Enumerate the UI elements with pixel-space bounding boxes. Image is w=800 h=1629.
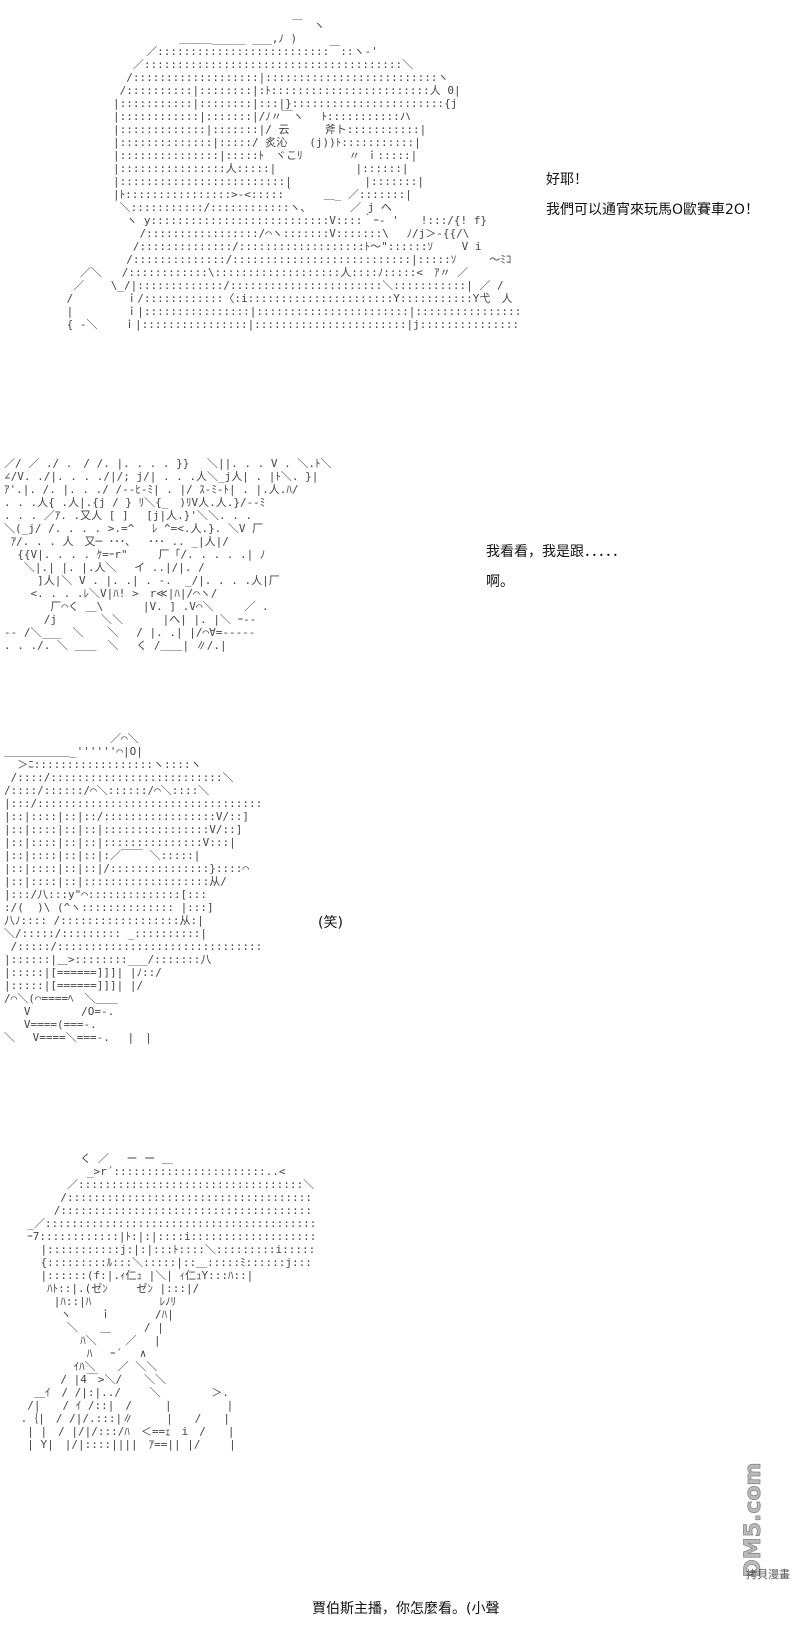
ascii-art-character-3: ／⌒＼ ＿＿＿＿＿＿_''''''⌒|O| ＞ﾆ::::::::::::::::… [4, 732, 264, 1044]
dialogue-line: (笑) [318, 915, 343, 931]
dialogue-panel-4: 賈伯斯主播，你怎麼看。(小聲 [312, 1599, 499, 1629]
panel-2: ／/ ／ ./ . / /. |. . . . }} ＼||. . . V . … [0, 440, 800, 695]
dialogue-line: 啊。 [486, 574, 514, 590]
dialogue-panel-3: (笑) [318, 913, 343, 943]
panel-3: ／⌒＼ ＿＿＿＿＿＿_''''''⌒|O| ＞ﾆ::::::::::::::::… [0, 715, 800, 1115]
watermark-logo-icon: DM5.com [741, 1462, 767, 1578]
dialogue-line: 好耶！ [546, 172, 588, 188]
watermark-site-text: 拷貝漫畫 [746, 1568, 790, 1581]
dialogue-line: 我看看，我是跟．．．．． [486, 544, 626, 560]
watermark-logo-text: DM5.com [741, 1463, 766, 1578]
dialogue-line: 賈伯斯主播，你怎麼看。(小聲 [312, 1601, 500, 1617]
panel-4: く ／ ー ー ＿ _>r´:::::::::::::::::::::::..<… [0, 1135, 800, 1617]
ascii-art-character-1: ￣ ヽ ＿＿＿_____ ___,ﾉ ) ／::::::::::::::::::… [66, 19, 520, 331]
dialogue-line: 我們可以通宵來玩馬O歐賽車2O！ [546, 202, 759, 218]
panel-1: ￣ ヽ ＿＿＿_____ ___,ﾉ ) ／::::::::::::::::::… [0, 0, 800, 420]
dialogue-panel-1: 好耶！ 我們可以通宵來玩馬O歐賽車2O！ [546, 170, 759, 230]
ascii-art-character-4: く ／ ー ー ＿ _>r´:::::::::::::::::::::::..<… [20, 1152, 314, 1451]
ascii-art-character-2: ／/ ／ ./ . / /. |. . . . }} ＼||. . . V . … [4, 457, 332, 652]
dialogue-panel-2: 我看看，我是跟．．．．． 啊。 [486, 542, 626, 602]
